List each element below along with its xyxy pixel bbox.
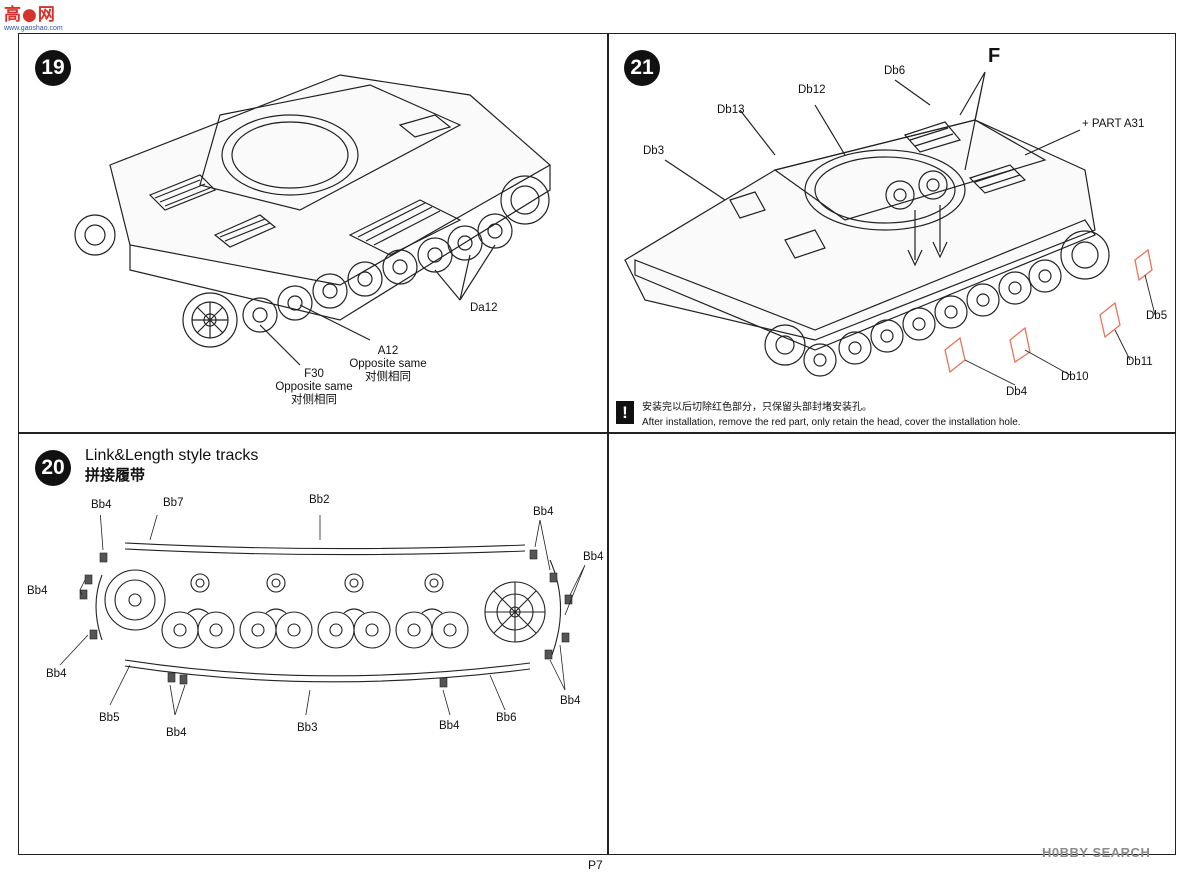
callout-f30-zh: 对侧相同 [291, 394, 337, 406]
callout-db10: Db10 [1061, 371, 1089, 383]
callout-bb4-top-left: Bb4 [91, 499, 112, 511]
step-20-title: Link&Length style tracks 拼接履带 [85, 446, 258, 486]
step-21-badge: 21 [624, 50, 660, 86]
callout-a12: A12 Opposite same 对侧相同 [343, 345, 433, 384]
callout-db4: Db4 [1006, 386, 1028, 398]
watermark-logo-text: 高●网 [4, 5, 56, 25]
callout-db6: Db6 [884, 65, 906, 77]
step-19-hull-drawing [74, 74, 552, 366]
callout-f30-en: Opposite same [275, 381, 353, 393]
callout-f30: F30 Opposite same 对侧相同 [268, 368, 360, 407]
callout-db5: Db5 [1146, 310, 1168, 322]
callout-f30-part: F30 [304, 368, 324, 380]
warning-icon: ! [616, 401, 634, 424]
callout-bb4-bottom-left: Bb4 [46, 668, 67, 680]
step-20-track-drawing [59, 515, 586, 715]
callout-bb4-bottom-2: Bb4 [439, 720, 460, 732]
callout-a12-en: Opposite same [349, 358, 427, 370]
callout-db11: Db11 [1126, 356, 1153, 368]
callout-bb4-bottom-right: Bb4 [560, 695, 581, 707]
warning-text-zh: 安装完以后切除红色部分，只保留头部封堵安装孔。 [642, 402, 872, 413]
callout-bb7: Bb7 [163, 497, 184, 509]
callout-bb4-bottom-1: Bb4 [166, 727, 187, 739]
callout-bb4-left: Bb4 [27, 585, 48, 597]
callout-f: F [988, 45, 1001, 67]
callout-bb3: Bb3 [297, 722, 318, 734]
step-19-badge: 19 [35, 50, 71, 86]
site-watermark: 高●网 www.gaoshao.com [4, 6, 74, 38]
callout-bb6: Bb6 [496, 712, 517, 724]
watermark-url: www.gaoshao.com [4, 25, 63, 32]
step-20-badge: 20 [35, 450, 71, 486]
callout-a12-zh: 对侧相同 [365, 371, 411, 383]
callout-db3: Db3 [643, 145, 665, 157]
page-frame [18, 33, 1176, 855]
callout-da12: Da12 [470, 302, 498, 314]
hobby-search-watermark: H0BBY SEARCH [1042, 845, 1151, 860]
panel-divider-horizontal [18, 432, 1176, 434]
callout-db12: Db12 [798, 84, 826, 96]
panel-divider-vertical [607, 33, 609, 855]
callout-bb4-top-right: Bb4 [533, 506, 554, 518]
step-20-title-en: Link&Length style tracks [85, 447, 259, 464]
callout-bb5: Bb5 [99, 712, 120, 724]
warning-text-en: After installation, remove the red part,… [642, 417, 1021, 428]
callout-db13: Db13 [717, 104, 745, 116]
callout-a12-part: A12 [377, 345, 399, 357]
page-number: P7 [588, 858, 603, 872]
callout-bb2: Bb2 [309, 494, 330, 506]
callout-bb4-right: Bb4 [583, 551, 604, 563]
callout-part-a31: + PART A31 [1082, 118, 1145, 130]
step-21-hull-drawing [624, 71, 1156, 386]
step-20-title-zh: 拼接履带 [85, 467, 146, 484]
